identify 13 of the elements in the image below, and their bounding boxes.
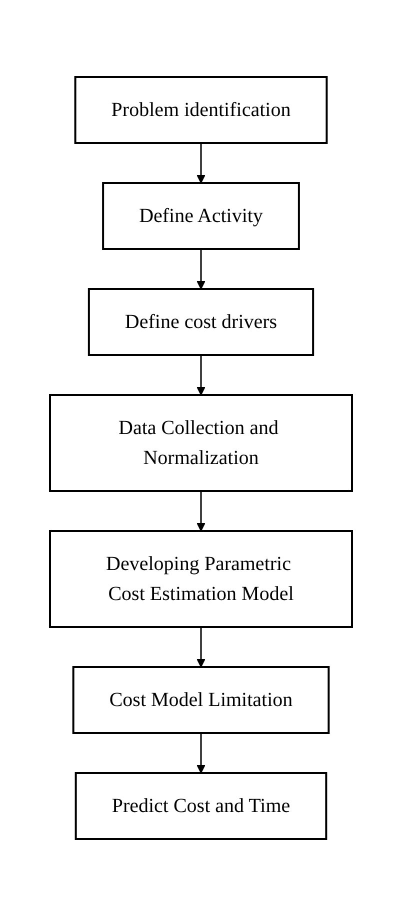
arrow [196,143,205,184]
node-box: Define Activity [102,182,300,250]
arrow [196,733,205,774]
arrow [196,627,205,668]
arrow [196,355,205,396]
node-box: Developing Parametric Cost Estimation Model [48,530,352,628]
node-box: Define cost drivers [87,288,314,356]
arrow [196,249,205,290]
node-box: Predict Cost and Time [74,772,327,840]
node-box: Cost Model Limitation [72,666,330,734]
arrow [196,491,205,532]
node-box: Data Collection and Normalization [48,394,352,492]
node-box: Problem identification [74,76,328,144]
